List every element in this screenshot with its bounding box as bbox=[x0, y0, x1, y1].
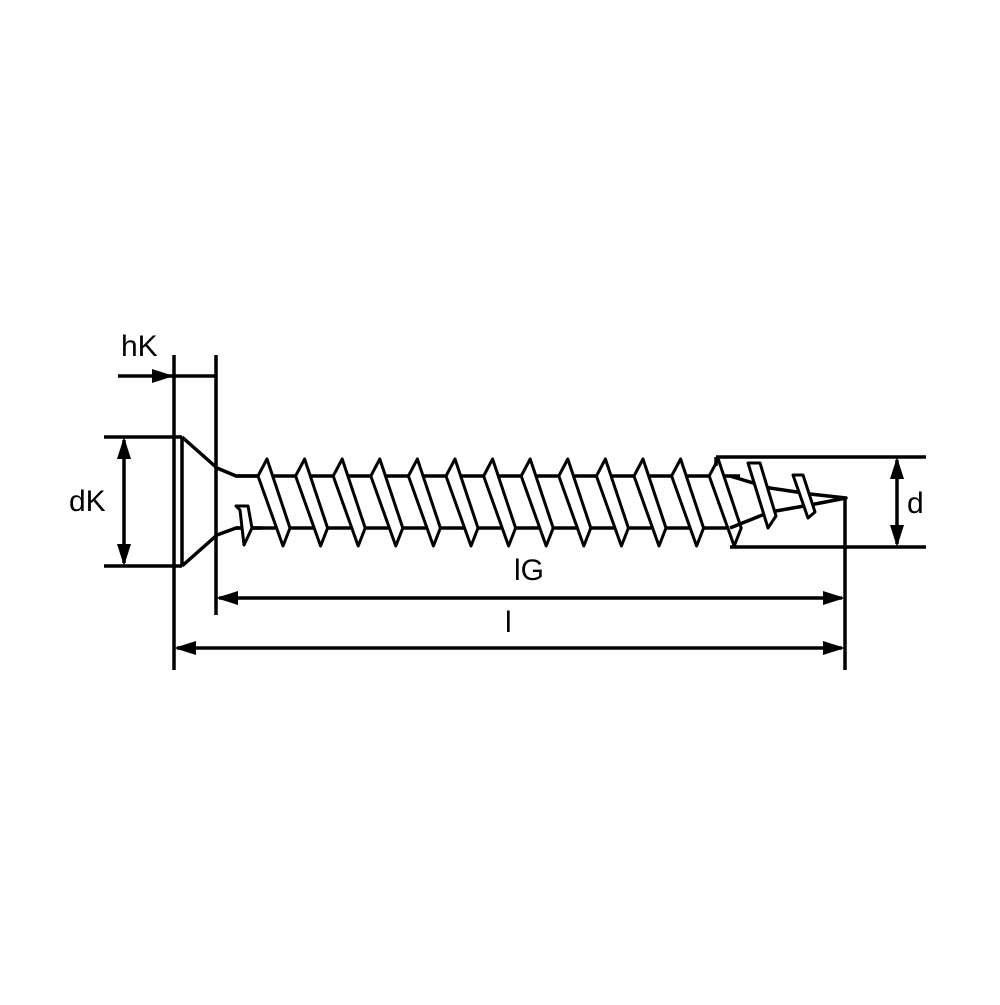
thread-flight bbox=[557, 457, 593, 548]
thread-flight bbox=[294, 457, 330, 548]
thread-flight bbox=[444, 457, 480, 548]
label-l: l bbox=[505, 606, 512, 639]
thread-flight bbox=[482, 457, 518, 548]
thread-flight bbox=[519, 457, 555, 548]
thread-flight bbox=[406, 457, 442, 548]
head-outline-top bbox=[180, 435, 262, 478]
label-lg: lG bbox=[514, 554, 544, 587]
dimension-l: l bbox=[174, 606, 845, 655]
thread-flight bbox=[632, 457, 668, 548]
label-hk: hK bbox=[121, 330, 158, 363]
thread-flight bbox=[331, 457, 367, 548]
label-d: d bbox=[907, 487, 924, 520]
thread-flights bbox=[256, 457, 743, 548]
thread-flight bbox=[670, 457, 706, 548]
dimension-lg: lG bbox=[216, 554, 845, 605]
thread-flight bbox=[594, 457, 630, 548]
tip-thread-2 bbox=[791, 473, 817, 520]
tip-outline bbox=[729, 474, 848, 530]
screw bbox=[180, 435, 848, 568]
dimension-dk: dK bbox=[69, 437, 131, 566]
dimension-d: d bbox=[890, 457, 924, 547]
thread-flight bbox=[707, 457, 743, 548]
tip-thread-1 bbox=[746, 461, 778, 530]
thread-flight bbox=[369, 457, 405, 548]
head-knurl bbox=[234, 504, 254, 547]
thread-flight bbox=[256, 457, 292, 548]
label-dk: dK bbox=[69, 485, 106, 518]
dimension-hk: hK bbox=[118, 330, 216, 383]
